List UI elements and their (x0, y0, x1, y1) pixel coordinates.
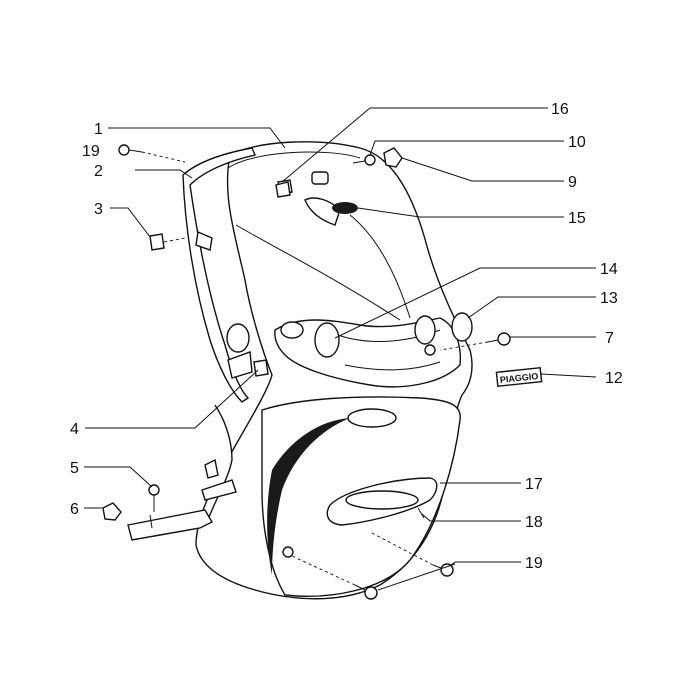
leader-lines (84, 107, 597, 591)
screw-19-top (118, 144, 130, 156)
label-1: 1 (94, 121, 103, 138)
label-10: 10 (568, 134, 586, 151)
label-4: 4 (70, 421, 79, 438)
label-5: 5 (70, 460, 79, 477)
label-13: 13 (600, 290, 618, 307)
label-7: 7 (605, 330, 614, 347)
left-indicator-opening (280, 321, 304, 339)
screw-10 (364, 154, 376, 166)
nut-9 (383, 147, 403, 168)
screw-hole (282, 546, 294, 558)
right-lamp-opening (414, 315, 436, 345)
label-17: 17 (525, 476, 543, 493)
label-16: 16 (551, 101, 569, 118)
clip-3 (149, 233, 165, 251)
upper-vent (347, 408, 397, 428)
label-19-bottom: 19 (525, 555, 543, 572)
part-labels: 1 19 2 3 4 5 6 16 10 9 15 14 13 7 12 17 … (70, 101, 623, 572)
lamp-15 (332, 202, 358, 214)
label-3: 3 (94, 201, 103, 218)
left-lamp-opening (314, 322, 340, 358)
mounting-bracket (127, 509, 213, 541)
clip-4 (253, 359, 269, 377)
label-15: 15 (568, 210, 586, 227)
badge-text: PIAGGIO (499, 371, 538, 385)
label-19-top: 19 (82, 143, 100, 160)
label-18: 18 (525, 514, 543, 531)
piaggio-badge: PIAGGIO (495, 366, 543, 388)
screw-18 (417, 507, 425, 519)
label-9: 9 (568, 174, 577, 191)
label-12: 12 (605, 370, 623, 387)
glovebox-cover (326, 477, 438, 526)
nut-6 (102, 502, 122, 521)
label-14: 14 (600, 261, 618, 278)
inner-side-panel (127, 147, 256, 541)
screw-19-bottom-right (440, 563, 454, 577)
label-6: 6 (70, 501, 79, 518)
cap-13 (451, 312, 473, 342)
screw-5 (148, 484, 160, 496)
screw-7 (497, 332, 511, 346)
screw-19-bottom-left (364, 586, 378, 600)
label-2: 2 (94, 163, 103, 180)
fasteners (102, 144, 511, 600)
